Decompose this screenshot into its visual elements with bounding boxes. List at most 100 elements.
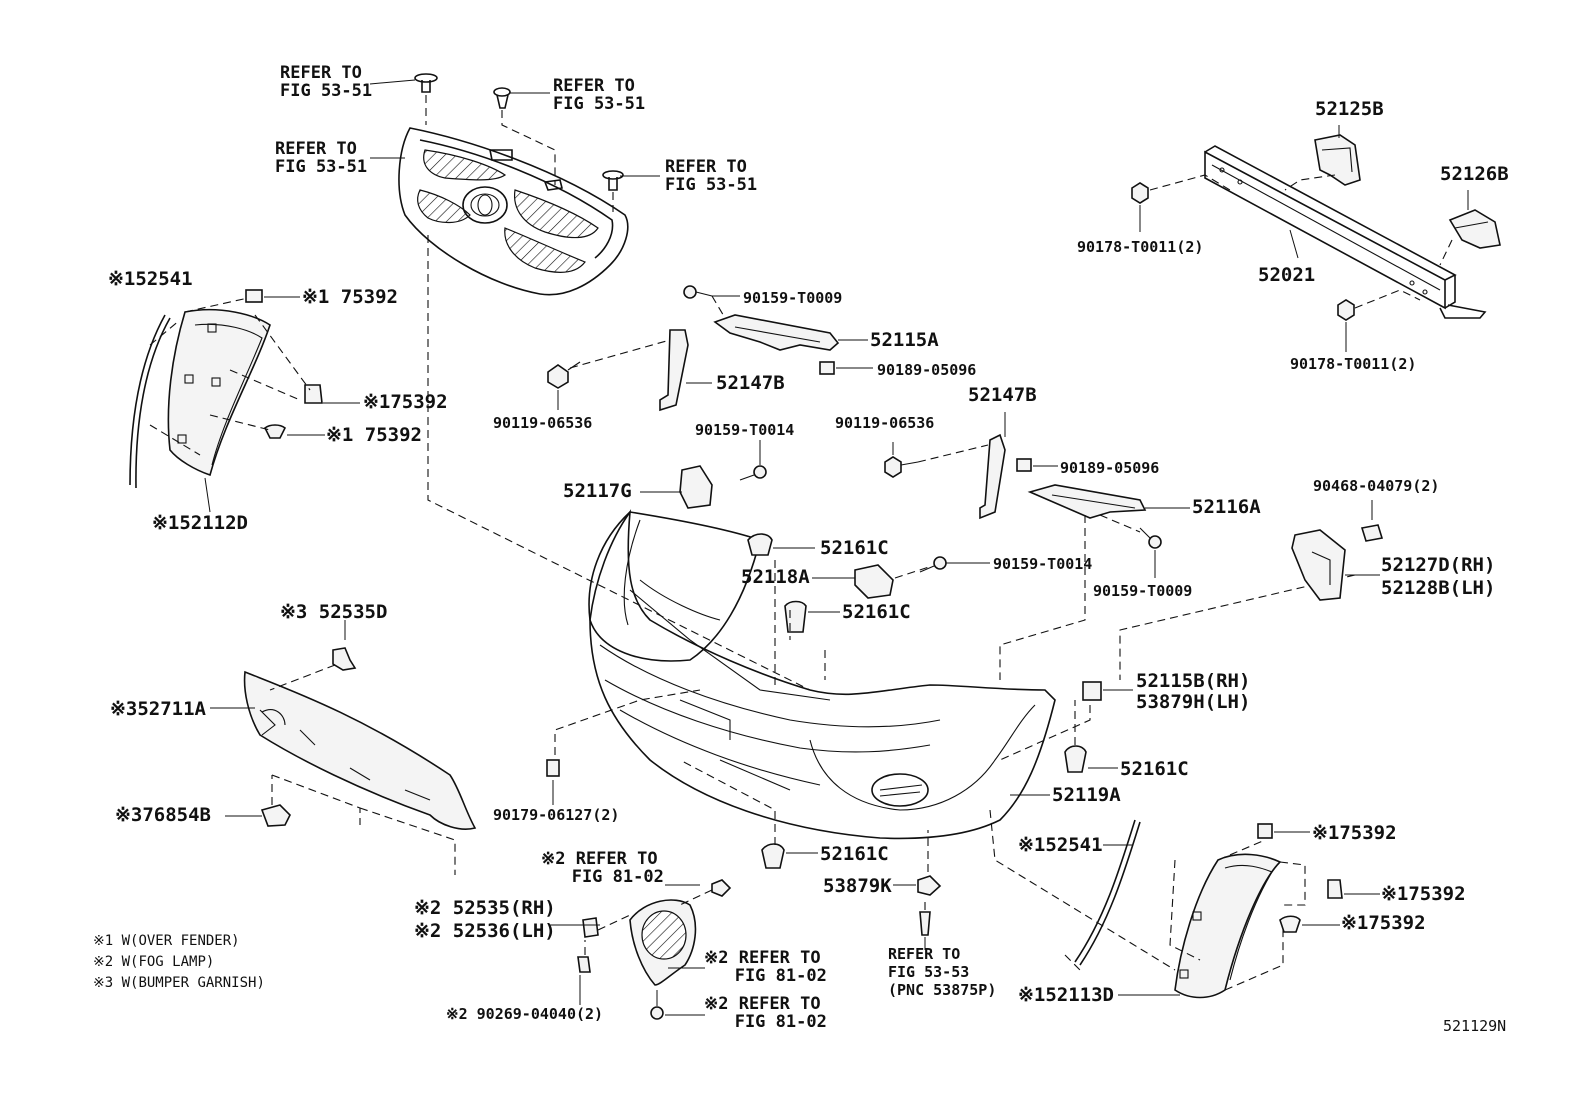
label-76854B: ※376854B <box>115 804 211 826</box>
label-90269: ※2 90269-04040(2) <box>446 1005 604 1023</box>
label-52161C-d: 52161C <box>820 843 889 865</box>
label-90179: 90179-06127(2) <box>493 806 620 824</box>
label-90159-T0014-b: 90159-T0014 <box>993 555 1093 573</box>
label-75392-a: ※1 75392 <box>302 286 398 308</box>
clip-75392-b <box>304 384 323 404</box>
bumper-cover-52119A <box>588 509 1056 840</box>
label-ref-fig-53-53: REFER TO FIG 53-53 (PNC 53875P) <box>888 945 997 999</box>
label-52161C-b: 52161C <box>842 601 911 623</box>
label-90119-a: 90119-06536 <box>493 414 593 432</box>
retainer-52115A <box>713 314 840 351</box>
radiator-grille <box>398 127 629 296</box>
label-52125B: 52125B <box>1315 98 1384 120</box>
label-52115A: 52115A <box>870 329 939 351</box>
label-ref-fig-53-51-c: REFER TO FIG 53-51 <box>275 139 368 177</box>
fog-lamp <box>629 899 697 986</box>
label-52115B: 52115B(RH) <box>1136 670 1251 692</box>
label-75392-c: ※1 75392 <box>326 424 422 446</box>
label-53879H: 53879H(LH) <box>1136 691 1251 713</box>
bolt-90159-T0009-a <box>683 285 713 299</box>
label-52118A: 52118A <box>741 566 810 588</box>
label-75392-f: ※175392 <box>1341 912 1426 934</box>
label-52127D: 52127D(RH) <box>1381 554 1496 576</box>
label-90159-T0009-b: 90159-T0009 <box>1093 582 1193 600</box>
over-fender-right <box>1174 853 1282 999</box>
label-90159-T0009-a: 90159-T0009 <box>743 289 843 307</box>
label-52535D: ※3 52535D <box>280 601 388 623</box>
label-ref-fig-81-02-c: ※2 REFER TO FIG 81-02 <box>704 994 827 1032</box>
clip-52161C-c <box>1064 745 1087 773</box>
bolt-90119-a <box>547 361 581 389</box>
bumper-garnish-52711A <box>243 670 477 830</box>
label-52021: 52021 <box>1258 264 1316 286</box>
clip-75392-e <box>1327 879 1343 899</box>
label-52119A: 52119A <box>1052 784 1121 806</box>
label-52147B-left: 52147B <box>716 372 785 394</box>
clip-75392-d <box>1257 823 1273 839</box>
clip-75392-c <box>263 424 287 439</box>
label-52161C-a: 52161C <box>820 537 889 559</box>
bracket-52117G <box>679 465 713 509</box>
label-52112D: ※152112D <box>152 512 248 534</box>
label-53879K: 53879K <box>823 875 892 897</box>
label-52161C-c: 52161C <box>1120 758 1189 780</box>
label-90119-b: 90119-06536 <box>835 414 935 432</box>
label-75392-d: ※175392 <box>1312 822 1397 844</box>
screw-fog-top <box>711 879 732 897</box>
nut-90189-b <box>1016 458 1032 472</box>
grille-clip-a <box>414 73 438 93</box>
label-52128B: 52128B(LH) <box>1381 577 1496 599</box>
label-90178-a: 90178-T0011(2) <box>1077 238 1204 256</box>
retainer-52116A <box>1027 484 1147 519</box>
label-52113D: ※152113D <box>1018 984 1114 1006</box>
nut-90178-b <box>1337 299 1355 321</box>
label-75392-b: ※175392 <box>363 391 448 413</box>
over-fender-left <box>167 308 271 477</box>
clip-75392-a <box>245 289 263 303</box>
bolt-90269 <box>577 956 591 973</box>
note-over-fender: ※1 W(OVER FENDER) <box>93 933 240 949</box>
bracket-52125B <box>1314 134 1361 186</box>
bolt-90159-T0009-b <box>1139 527 1162 549</box>
bracket-52535 <box>582 917 599 938</box>
bolt-90159-T0014-b <box>919 556 947 573</box>
label-ref-fig-53-51-d: REFER TO FIG 53-51 <box>665 157 758 195</box>
bumper-reinforcement <box>1204 145 1487 319</box>
label-ref-fig-53-51-a: REFER TO FIG 53-51 <box>280 63 373 101</box>
label-90178-b: 90178-T0011(2) <box>1290 355 1417 373</box>
label-52147B-right: 52147B <box>968 384 1037 406</box>
label-90159-T0014-a: 90159-T0014 <box>695 421 795 439</box>
nut-90179 <box>546 759 560 777</box>
clip-52161C-a <box>747 533 773 556</box>
label-52116A: 52116A <box>1192 496 1261 518</box>
note-bumper-garnish: ※3 W(BUMPER GARNISH) <box>93 975 265 991</box>
support-52147B-left <box>659 329 689 412</box>
clip-52161C-b <box>784 600 807 633</box>
bracket-52118A <box>854 564 894 599</box>
bolt-90119-b <box>884 456 919 478</box>
bolt-90159-T0014-a <box>739 465 767 481</box>
label-52117G: 52117G <box>563 480 632 502</box>
clip-76854B <box>260 804 291 827</box>
label-52126B: 52126B <box>1440 163 1509 185</box>
label-52541-right: ※152541 <box>1018 834 1103 856</box>
grille-clip-c <box>602 170 624 191</box>
screw-53875P <box>919 911 931 936</box>
bracket-52126B <box>1448 209 1501 249</box>
clip-52161C-d <box>761 843 785 869</box>
label-52711A: ※352711A <box>110 698 206 720</box>
moulding-52541-right <box>1074 819 1141 966</box>
label-52541-left: ※152541 <box>108 268 193 290</box>
label-ref-fig-81-02-a: ※2 REFER TO FIG 81-02 <box>541 849 664 887</box>
label-90189-b: 90189-05096 <box>1060 459 1160 477</box>
label-ref-fig-81-02-b: ※2 REFER TO FIG 81-02 <box>704 948 827 986</box>
air-guide-52127D <box>1291 529 1346 601</box>
label-90468: 90468-04079(2) <box>1313 477 1440 495</box>
label-75392-e: ※175392 <box>1381 883 1466 905</box>
label-90189-a: 90189-05096 <box>877 361 977 379</box>
grille-clip-b <box>493 87 511 109</box>
note-fog-lamp: ※2 W(FOG LAMP) <box>93 954 215 970</box>
clip-75392-f <box>1279 915 1301 933</box>
